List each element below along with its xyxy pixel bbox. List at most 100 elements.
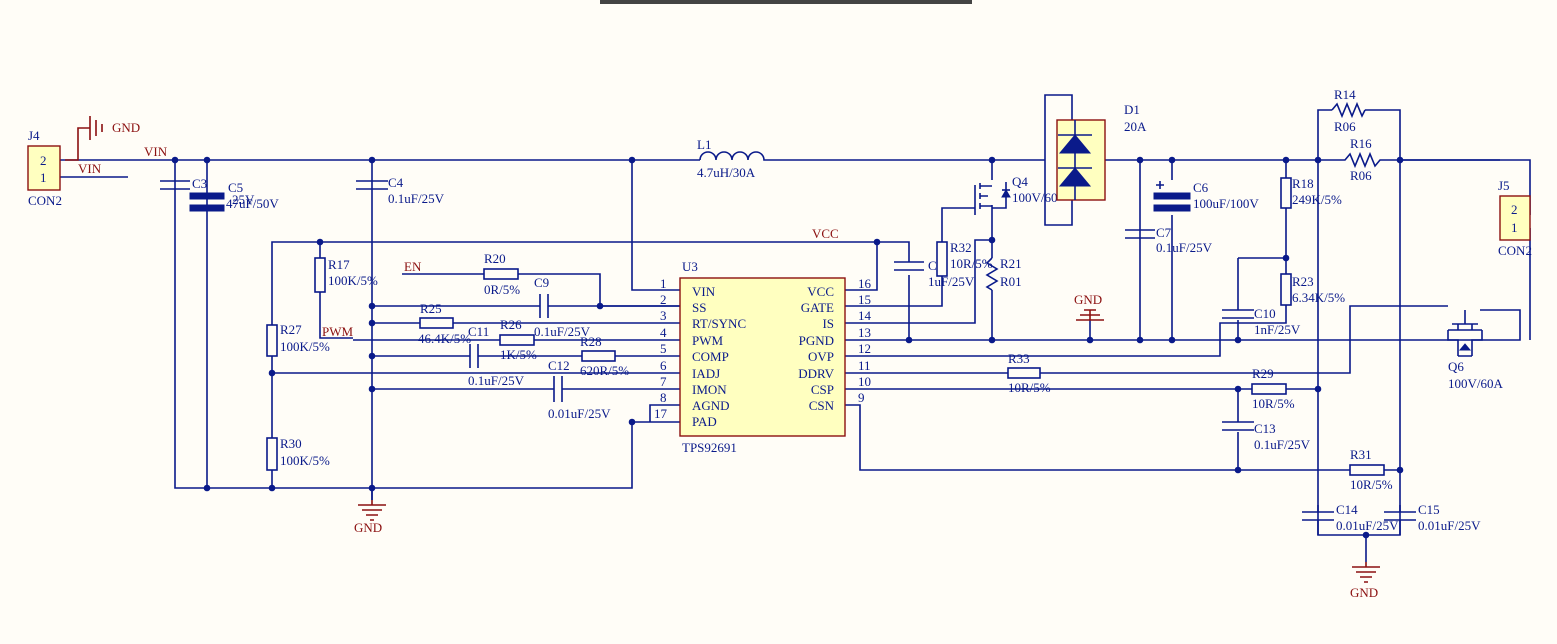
resistor-r14[interactable]: R14 R06 — [1331, 87, 1366, 134]
svg-text:C7: C7 — [1156, 225, 1172, 240]
capacitor-c7[interactable]: C7 0.1uF/25V — [1125, 225, 1213, 255]
capacitor-c9[interactable]: C9 0.1uF/25V — [534, 275, 591, 339]
capacitor-c5[interactable]: C5 25V 47uF/50V — [189, 180, 279, 212]
svg-text:0.1uF/25V: 0.1uF/25V — [534, 324, 591, 339]
pwm-label: PWM — [322, 324, 354, 339]
inductor-l1[interactable]: L1 4.7uH/30A — [697, 137, 770, 180]
diode-d1[interactable]: D1 20A — [1056, 102, 1147, 201]
svg-text:C10: C10 — [1254, 306, 1276, 321]
resistor-r21[interactable]: R21 R01 — [985, 256, 1022, 291]
svg-text:C11: C11 — [468, 324, 489, 339]
svg-text:R06: R06 — [1334, 119, 1356, 134]
svg-text:1uF/25V: 1uF/25V — [928, 274, 975, 289]
j4-pin1: 1 — [40, 170, 47, 185]
svg-text:R27: R27 — [280, 322, 302, 337]
svg-text:100V/60A: 100V/60A — [1448, 376, 1504, 391]
resistor-r16[interactable]: R16 R06 — [1330, 136, 1390, 183]
resistor-r17[interactable]: R17 100K/5% — [314, 257, 378, 293]
j4-type: CON2 — [28, 193, 62, 208]
pin-name-r14: IS — [822, 316, 834, 331]
resistor-r30[interactable]: R30 100K/5% — [266, 436, 330, 471]
svg-text:47uF/50V: 47uF/50V — [226, 196, 279, 211]
svg-text:R18: R18 — [1292, 176, 1314, 191]
svg-text:C9: C9 — [534, 275, 549, 290]
pin-num-r15: 15 — [858, 292, 871, 307]
mosfet-q6[interactable]: Q6 100V/60A — [1447, 310, 1504, 391]
pin-name-l1: VIN — [692, 284, 716, 299]
resistor-r28[interactable]: R28 620R/5% — [580, 334, 629, 378]
capacitor-c15[interactable]: C15 0.01uF/25V — [1384, 502, 1481, 533]
pin-name-r12: OVP — [808, 349, 834, 364]
capacitor-c13[interactable]: C13 0.1uF/25V — [1222, 421, 1311, 452]
pin-name-l3: RT/SYNC — [692, 316, 746, 331]
svg-text:C6: C6 — [1193, 180, 1209, 195]
resistor-r33[interactable]: R33 10R/5% — [1007, 351, 1051, 395]
pin-num-l3: 3 — [660, 308, 667, 323]
pin-num-l7: 7 — [660, 374, 667, 389]
resistor-r20[interactable]: R20 0R/5% — [483, 251, 520, 297]
svg-text:C4: C4 — [388, 175, 404, 190]
resistor-r31[interactable]: R31 10R/5% — [1349, 447, 1393, 492]
resistor-r32[interactable]: R32 10R/5% — [936, 240, 993, 277]
resistor-r27[interactable]: R27 100K/5% — [266, 322, 330, 357]
svg-text:0.1uF/25V: 0.1uF/25V — [1254, 437, 1311, 452]
resistor-r29[interactable]: R29 10R/5% — [1251, 366, 1295, 411]
pin-num-r16: 16 — [858, 276, 872, 291]
capacitor-c11[interactable]: C11 0.1uF/25V — [468, 324, 525, 388]
svg-text:R29: R29 — [1252, 366, 1274, 381]
pin-name-r11: DDRV — [798, 366, 834, 381]
svg-text:0.01uF/25V: 0.01uF/25V — [1336, 518, 1399, 533]
resistor-r25[interactable]: R25 46.4K/5% — [418, 301, 471, 346]
svg-text:D1: D1 — [1124, 102, 1140, 117]
ic-u3[interactable]: U3 TPS92691 1 VIN 2 SS 3 RT/SYNC 4 PWM 5… — [654, 259, 872, 455]
pin-num-l6: 6 — [660, 358, 667, 373]
pin-num-r10: 10 — [858, 374, 871, 389]
ic-ref: U3 — [682, 259, 698, 274]
svg-text:R06: R06 — [1350, 168, 1372, 183]
svg-text:100K/5%: 100K/5% — [328, 273, 378, 288]
resistor-r18[interactable]: R18 249K/5% — [1280, 176, 1342, 209]
svg-text:R32: R32 — [950, 240, 972, 255]
capacitor-c4[interactable]: C4 0.1uF/25V — [356, 175, 445, 206]
capacitor-c14[interactable]: C14 0.01uF/25V — [1302, 502, 1399, 533]
capacitor-c6[interactable]: C6 100uF/100V — [1153, 180, 1259, 212]
svg-text:0R/5%: 0R/5% — [484, 282, 520, 297]
svg-text:GND: GND — [1074, 292, 1102, 307]
svg-text:R16: R16 — [1350, 136, 1372, 151]
capacitor-c3[interactable]: C3 — [160, 176, 207, 191]
pin-num-l2: 2 — [660, 292, 667, 307]
pin-num-l8: 8 — [660, 390, 667, 405]
resistor-r26[interactable]: R26 1K/5% — [499, 317, 537, 362]
pin-name-r16: VCC — [807, 284, 834, 299]
resistor-r23[interactable]: R23 6.34K/5% — [1280, 273, 1345, 306]
svg-text:1K/5%: 1K/5% — [500, 347, 537, 362]
svg-text:4.7uH/30A: 4.7uH/30A — [697, 165, 756, 180]
net-labels: GND VIN VIN VCC EN PWM — [65, 116, 839, 339]
pin-name-l5: COMP — [692, 349, 729, 364]
gnd-symbol-left: GND — [354, 500, 386, 535]
pin-name-r9: CSN — [809, 398, 835, 413]
j5-pin1: 1 — [1511, 220, 1518, 235]
connector-j4[interactable]: J4 2 1 CON2 — [27, 128, 62, 208]
svg-text:10R/5%: 10R/5% — [1252, 396, 1295, 411]
svg-text:R31: R31 — [1350, 447, 1372, 462]
connector-j5[interactable]: J5 2 1 CON2 — [1498, 178, 1532, 258]
capacitor-c10[interactable]: C10 1nF/25V — [1222, 306, 1301, 337]
svg-text:C3: C3 — [192, 176, 207, 191]
pin-num-r9: 9 — [858, 390, 865, 405]
svg-text:100K/5%: 100K/5% — [280, 453, 330, 468]
vcc-label: VCC — [812, 226, 839, 241]
svg-text:25V: 25V — [232, 192, 255, 207]
pin-name-r15: GATE — [801, 300, 834, 315]
pin-num-r11: 11 — [858, 358, 871, 373]
pin-name-l8: AGND — [692, 398, 730, 413]
pin-name-l4: PWM — [692, 333, 724, 348]
svg-text:620R/5%: 620R/5% — [580, 363, 629, 378]
window-title-bar-fragment — [600, 0, 972, 4]
svg-text:C13: C13 — [1254, 421, 1276, 436]
mosfet-q4[interactable]: Q4 100V/60 — [974, 174, 1058, 215]
j4-pin2: 2 — [40, 153, 47, 168]
svg-text:R26: R26 — [500, 317, 522, 332]
svg-text:L1: L1 — [697, 137, 711, 152]
capacitor-c12[interactable]: C12 0.01uF/25V — [548, 358, 611, 421]
